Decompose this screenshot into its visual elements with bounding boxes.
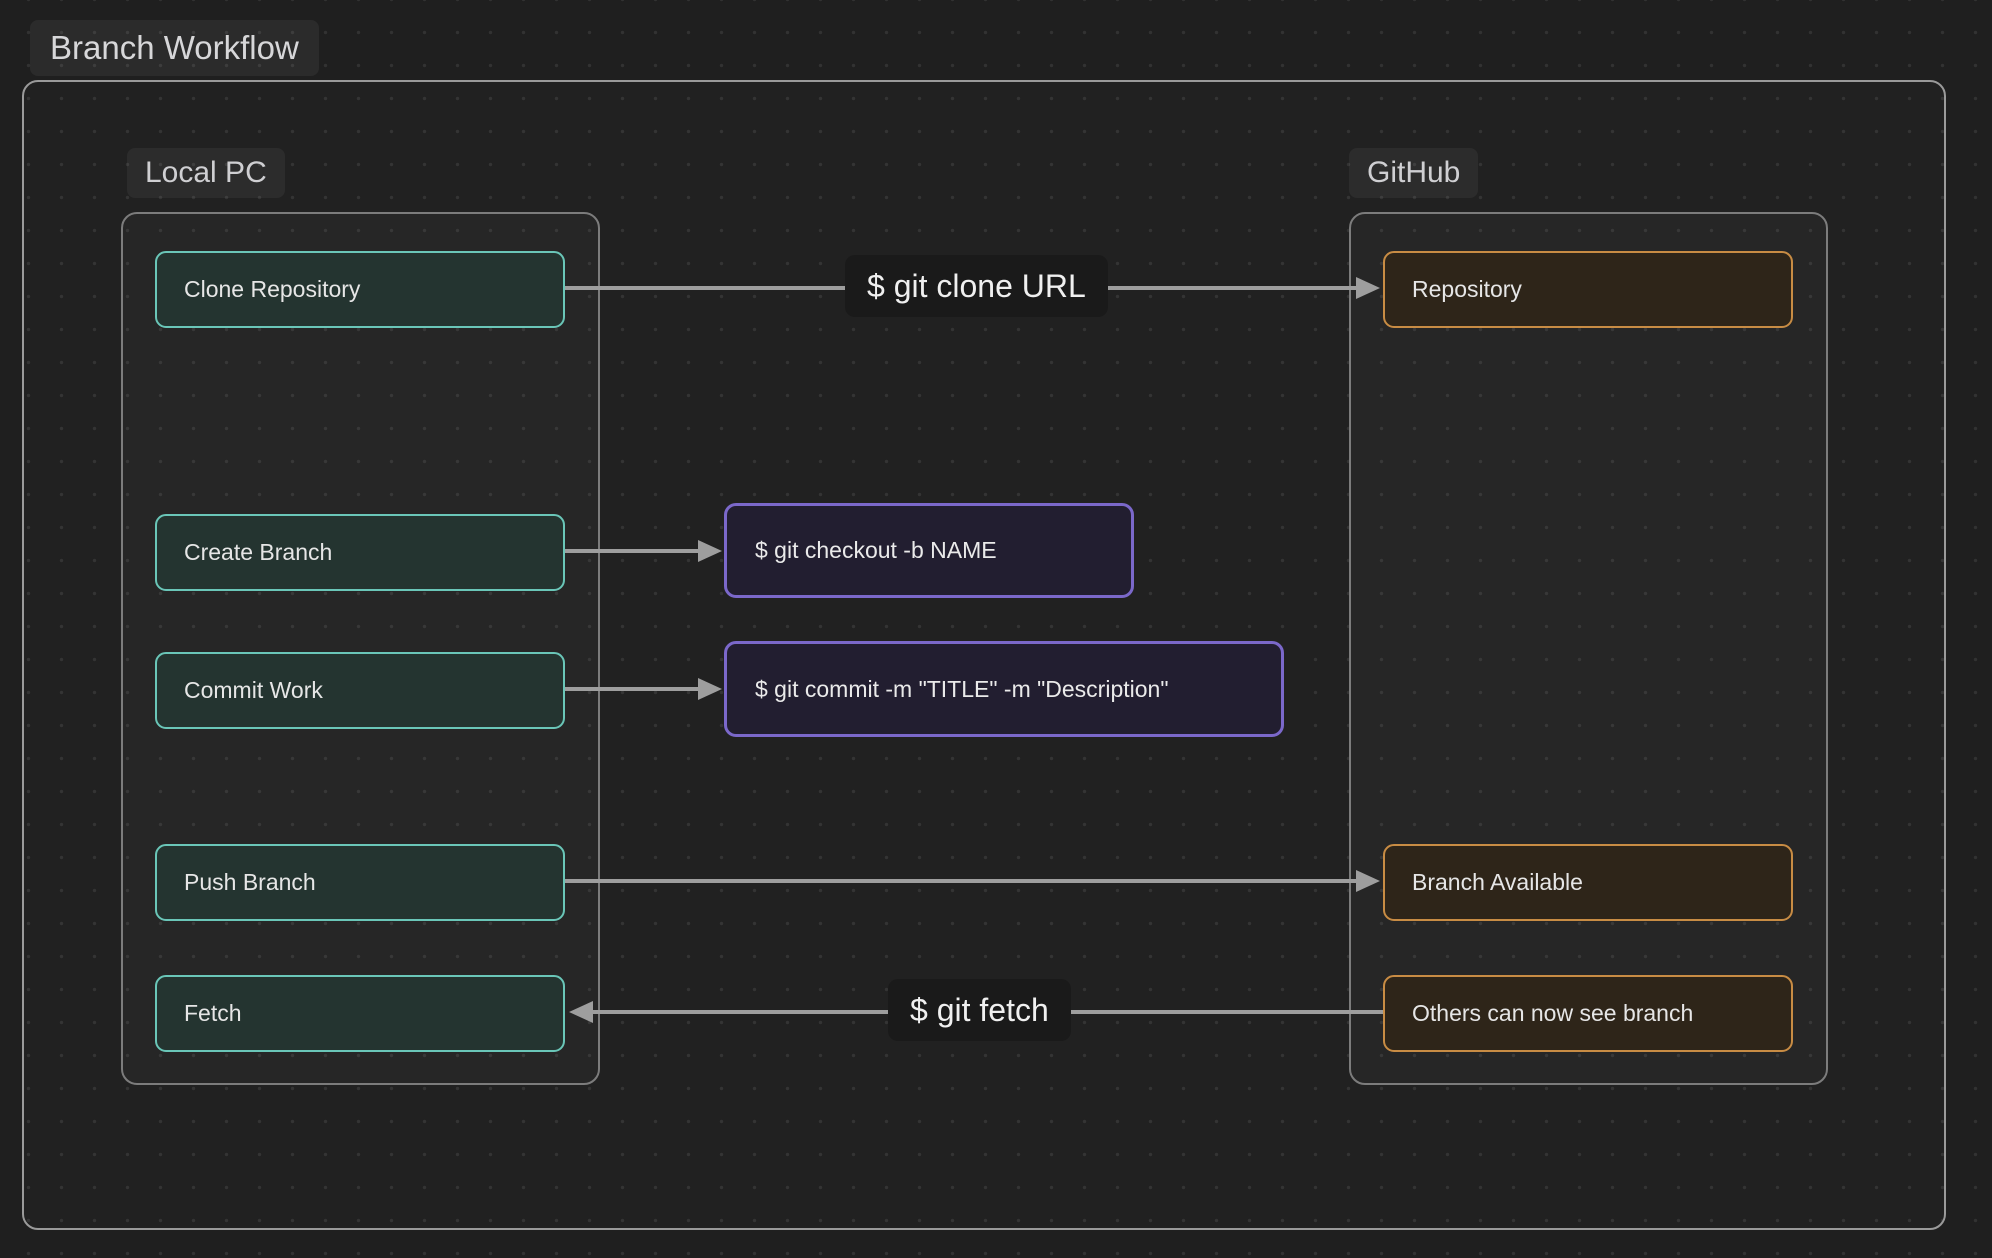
node-branch-available-label: Branch Available — [1412, 869, 1583, 895]
node-branch-available[interactable]: Branch Available — [1383, 844, 1793, 921]
diagram-title[interactable]: Branch Workflow — [30, 20, 319, 76]
workflow-frame[interactable] — [22, 80, 1946, 1230]
node-clone-repository-label: Clone Repository — [184, 276, 361, 302]
node-repository[interactable]: Repository — [1383, 251, 1793, 328]
node-others-see-branch-label: Others can now see branch — [1412, 1000, 1694, 1026]
node-commit-work-label: Commit Work — [184, 677, 323, 703]
arrowhead-right-icon — [1356, 277, 1380, 299]
node-clone-repository[interactable]: Clone Repository — [155, 251, 565, 328]
arrowhead-left-icon — [569, 1001, 593, 1023]
edge-clone-label[interactable]: $ git clone URL — [845, 255, 1108, 317]
arrowhead-right-icon — [698, 540, 722, 562]
local-pc-label[interactable]: Local PC — [127, 148, 285, 198]
command-checkout[interactable]: $ git checkout -b NAME — [724, 503, 1134, 598]
github-group[interactable]: Repository Branch Available Others can n… — [1349, 212, 1828, 1085]
command-commit-text: $ git commit -m "TITLE" -m "Description" — [755, 675, 1169, 702]
arrowhead-right-icon — [698, 678, 722, 700]
node-push-branch-label: Push Branch — [184, 869, 316, 895]
node-push-branch[interactable]: Push Branch — [155, 844, 565, 921]
command-checkout-text: $ git checkout -b NAME — [755, 537, 997, 563]
node-fetch-label: Fetch — [184, 1000, 242, 1026]
edge-commit-work-line[interactable] — [565, 687, 700, 691]
node-others-see-branch[interactable]: Others can now see branch — [1383, 975, 1793, 1052]
arrowhead-right-icon — [1356, 870, 1380, 892]
github-label[interactable]: GitHub — [1349, 148, 1479, 198]
command-commit[interactable]: $ git commit -m "TITLE" -m "Description" — [724, 641, 1284, 737]
node-commit-work[interactable]: Commit Work — [155, 652, 565, 729]
edge-push-line[interactable] — [565, 879, 1358, 883]
node-repository-label: Repository — [1412, 276, 1522, 302]
node-create-branch[interactable]: Create Branch — [155, 514, 565, 591]
local-pc-group[interactable]: Clone Repository Create Branch Commit Wo… — [121, 212, 600, 1085]
edge-create-branch-line[interactable] — [565, 549, 700, 553]
node-create-branch-label: Create Branch — [184, 539, 333, 565]
node-fetch[interactable]: Fetch — [155, 975, 565, 1052]
edge-fetch-label[interactable]: $ git fetch — [888, 979, 1071, 1041]
